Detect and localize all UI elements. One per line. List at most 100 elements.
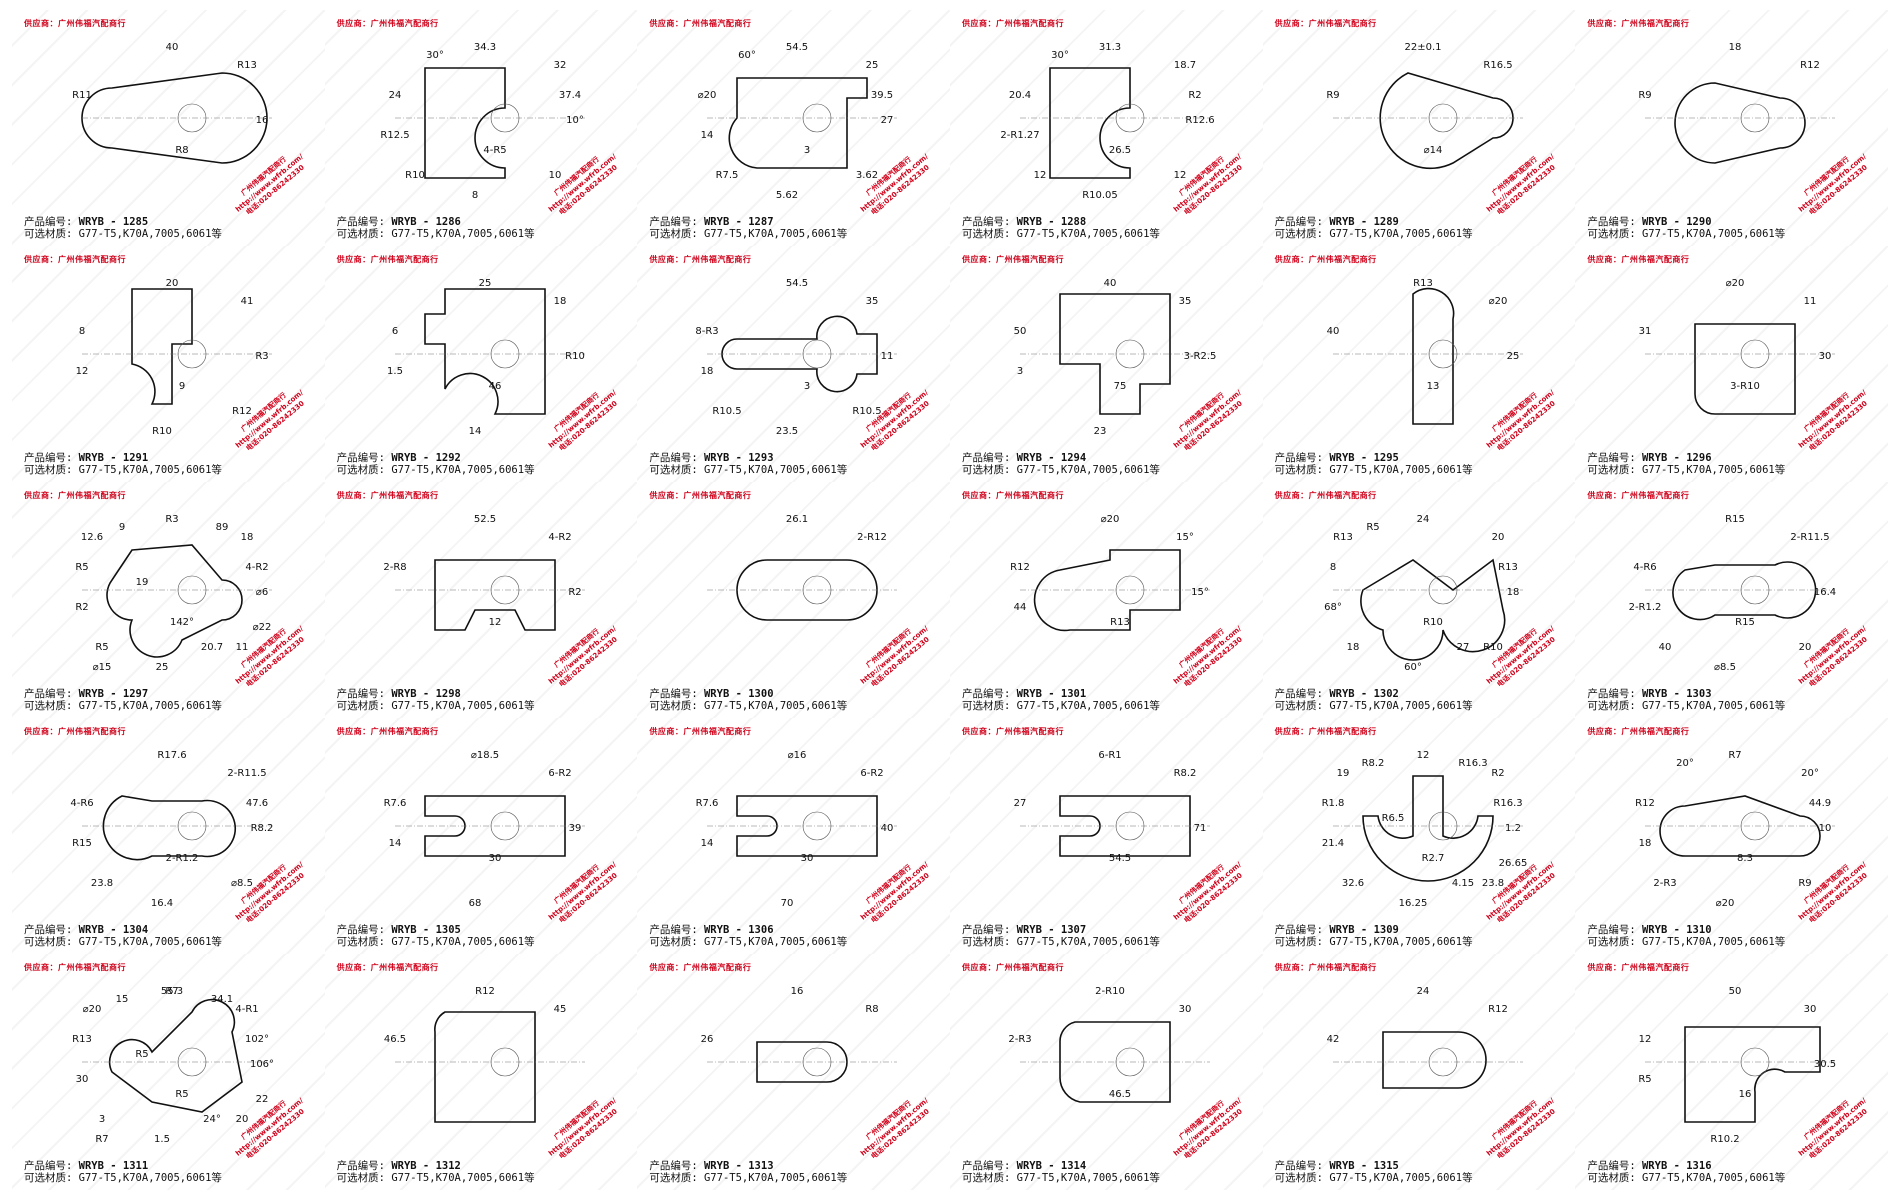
dimension-label: 23.8 <box>1482 878 1504 889</box>
material-value: G77-T5,K70A,7005,6061等 <box>1641 464 1786 476</box>
material-value: G77-T5,K70A,7005,6061等 <box>78 228 222 240</box>
code-prefix: 产品编号: <box>24 924 73 936</box>
dimension-label: 40 <box>1659 642 1672 653</box>
hole-circle <box>177 811 207 841</box>
part-outline <box>1059 795 1191 857</box>
dimension-label: 1.5 <box>387 366 403 377</box>
part-outline <box>756 1041 849 1083</box>
hole-circle <box>1428 1047 1457 1077</box>
material-value: G77-T5,K70A,7005,6061等 <box>1641 1172 1786 1184</box>
dimension-label: R5 <box>175 1089 188 1100</box>
code-value: WRYB - 1294 <box>1016 452 1087 464</box>
dimension-label: 11 <box>236 642 249 653</box>
dimension-label: 35 <box>1179 296 1192 307</box>
material: 可选材质: G77-T5,K70A,7005,6061等 <box>1587 700 1785 712</box>
part-outline <box>1674 82 1807 164</box>
dimension-label: 2-R3 <box>1654 878 1677 889</box>
dimension-label: R12 <box>232 406 252 417</box>
dimension-label: 20.7 <box>201 642 223 653</box>
dimension-label: 102° <box>245 1034 269 1045</box>
dimension-label: 3 <box>804 145 810 156</box>
dimension-label: 25 <box>156 662 169 673</box>
dimension-label: 30° <box>426 50 444 61</box>
dimension-label: R6.5 <box>1381 813 1404 824</box>
dimension-label: 3-R2.5 <box>1184 351 1217 362</box>
hole-circle <box>1428 339 1457 369</box>
product-code: 产品编号: WRYB - 1315 <box>1275 1160 1473 1172</box>
dimension-label: 18 <box>1346 642 1359 653</box>
dimension-label: 4-R2 <box>548 532 571 543</box>
material-value: G77-T5,K70A,7005,6061等 <box>78 936 222 948</box>
dimension-label: 12.6 <box>81 532 103 543</box>
material-prefix: 可选材质: <box>1587 936 1636 948</box>
product-code: 产品编号: WRYB - 1312 <box>337 1160 535 1172</box>
hole-circle <box>1741 339 1770 369</box>
dimension-label: R13 <box>1333 532 1353 543</box>
material-value: G77-T5,K70A,7005,6061等 <box>78 464 222 476</box>
dimension-label: 15 <box>116 994 129 1005</box>
material: 可选材质: G77-T5,K70A,7005,6061等 <box>1275 228 1473 240</box>
dimension-label: 4.15 <box>1452 878 1474 889</box>
dimension-label: 52.5 <box>474 514 496 525</box>
material-value: G77-T5,K70A,7005,6061等 <box>391 936 535 948</box>
hole-circle <box>1115 575 1145 605</box>
dimension-label: 40 <box>881 823 894 834</box>
part-outline-svg: 31.318.720.426.5R12.62-R1.27R10.051212R2… <box>1000 42 1214 201</box>
dimension-label: R2 <box>75 602 88 613</box>
part-outline-svg: 26.12-R12 <box>707 514 898 621</box>
part-outline <box>728 77 869 169</box>
hole-circle <box>490 575 519 605</box>
material-prefix: 可选材质: <box>24 1172 73 1184</box>
material-prefix: 可选材质: <box>649 228 698 240</box>
dimension-label: R15 <box>1725 514 1745 525</box>
part-outline <box>102 795 236 861</box>
dimension-label: 14 <box>388 838 401 849</box>
dimension-label: 12 <box>76 366 89 377</box>
part-outline <box>1672 561 1817 621</box>
material-prefix: 可选材质: <box>336 464 385 476</box>
dimension-label: 2-R11.5 <box>227 768 266 779</box>
code-prefix: 产品编号: <box>24 688 73 700</box>
dimension-label: R8 <box>175 145 188 156</box>
dimension-label: R2 <box>568 587 581 598</box>
code-prefix: 产品编号: <box>961 1160 1011 1172</box>
material-value: G77-T5,K70A,7005,6061等 <box>1329 464 1473 476</box>
part-outline <box>423 67 506 179</box>
dimension-label: 4-R6 <box>70 798 93 809</box>
material-prefix: 可选材质: <box>24 464 73 476</box>
material: 可选材质: G77-T5,K70A,7005,6061等 <box>962 464 1160 476</box>
code-prefix: 产品编号: <box>961 924 1011 936</box>
part-outline <box>1361 775 1494 882</box>
material-value: G77-T5,K70A,7005,6061等 <box>703 936 848 948</box>
dimension-label: R8.2 <box>1174 768 1197 779</box>
material-value: G77-T5,K70A,7005,6061等 <box>1641 936 1786 948</box>
hole-circle <box>1115 339 1145 369</box>
part-outline-svg: 12R2R1.8R2.71.221.416.2523.832.6R16.3R8.… <box>1321 750 1527 909</box>
dimension-label: R10 <box>1423 617 1443 628</box>
hole-circle <box>490 103 519 133</box>
dimension-label: R13 <box>1498 562 1518 573</box>
dimension-label: 12 <box>1639 1034 1652 1045</box>
dimension-label: 3 <box>804 381 810 392</box>
hole-circle <box>490 811 519 841</box>
material-prefix: 可选材质: <box>649 464 698 476</box>
material: 可选材质: G77-T5,K70A,7005,6061等 <box>337 1172 535 1184</box>
dimension-label: ⌀20 <box>1101 514 1120 525</box>
code-value: WRYB - 1303 <box>1641 688 1712 700</box>
